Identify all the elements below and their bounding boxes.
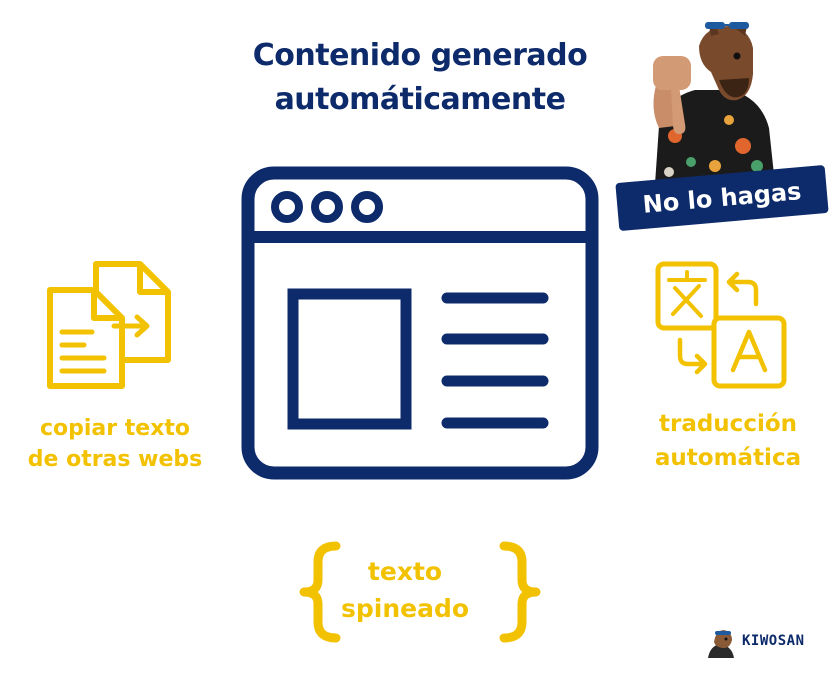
label-machine-translation: traducción automática bbox=[628, 407, 828, 475]
curly-braces-icon bbox=[299, 541, 541, 643]
label-copy-line-2: de otras webs bbox=[27, 447, 203, 472]
browser-window-icon bbox=[241, 166, 599, 480]
label-copy-line-1: copiar texto bbox=[39, 416, 191, 441]
brand-name: KIWOSAN bbox=[742, 633, 805, 649]
label-trans-line-1: traducción bbox=[658, 411, 798, 437]
translate-icon bbox=[655, 261, 787, 389]
brand-mascot-icon bbox=[708, 630, 734, 658]
brand-logo: KIWOSAN bbox=[704, 624, 824, 660]
title-line-1: Contenido generado bbox=[252, 38, 588, 73]
horse-mask-person-thumbs-down-image bbox=[653, 22, 775, 184]
label-spin-line-1: texto bbox=[367, 557, 443, 586]
label-spun-text: texto spineado bbox=[335, 553, 475, 627]
label-spin-line-2: spineado bbox=[340, 594, 470, 623]
page-title: Contenido generado automáticamente bbox=[190, 34, 650, 122]
copy-documents-icon bbox=[47, 261, 171, 389]
title-line-2: automáticamente bbox=[274, 82, 566, 117]
label-copy-text: copiar texto de otras webs bbox=[10, 413, 220, 475]
label-trans-line-2: automática bbox=[654, 445, 802, 471]
